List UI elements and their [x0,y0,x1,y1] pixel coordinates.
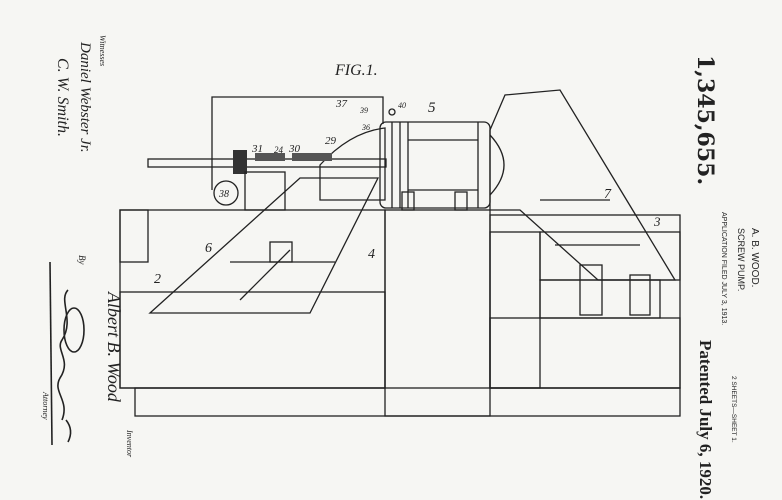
inventor-signature: Albert B. Wood [104,291,124,403]
inventor-name: A. B. WOOD. [749,228,760,287]
witnesses-label: Witnesses [98,35,107,66]
label-39: 39 [359,106,368,115]
label-2: 2 [154,272,161,287]
coupling [233,150,247,174]
label-38: 38 [218,189,229,200]
label-5: 5 [428,100,436,116]
intake-duct [148,177,380,314]
label-7: 7 [604,187,612,202]
label-37: 37 [335,98,348,110]
label-24: 24 [274,145,284,155]
label-31: 31 [251,143,263,155]
attorney-label: Attorney [41,391,50,420]
bearing-stand [244,171,286,211]
left-wall-block [119,209,149,263]
invention-title: SCREW PUMP. [736,228,746,291]
witness-1-signature: Daniel Webster Jr. [77,41,93,153]
left-basin [119,209,386,389]
label-40: 40 [398,101,406,110]
label-36: 36 [361,123,370,132]
label-6: 6 [205,241,212,256]
application-date: APPLICATION FILED JULY 3, 1913. [720,212,727,325]
discharge-duct [489,89,677,281]
pump-housing [379,121,505,211]
right-basin [489,214,681,389]
attorney-signature [49,261,85,446]
label-3: 3 [653,214,661,229]
motor-38 [213,180,239,206]
witness-2-signature: C. W. Smith. [54,58,71,137]
label-29: 29 [325,135,337,147]
patent-number: 1,345,655. [692,55,718,185]
figure-title: FIG.1. [334,62,378,79]
sheet-count: 2 SHEETS—SHEET 1. [730,376,737,443]
by-label: By [77,255,87,265]
priming-pipe [211,96,384,190]
inventor-label: Inventor [125,429,134,458]
central-pier [384,209,491,417]
label-4: 4 [368,247,375,262]
patented-date: Patented July 6, 1920. [696,340,715,499]
label-30: 30 [288,143,301,155]
foundation-band [134,387,681,417]
